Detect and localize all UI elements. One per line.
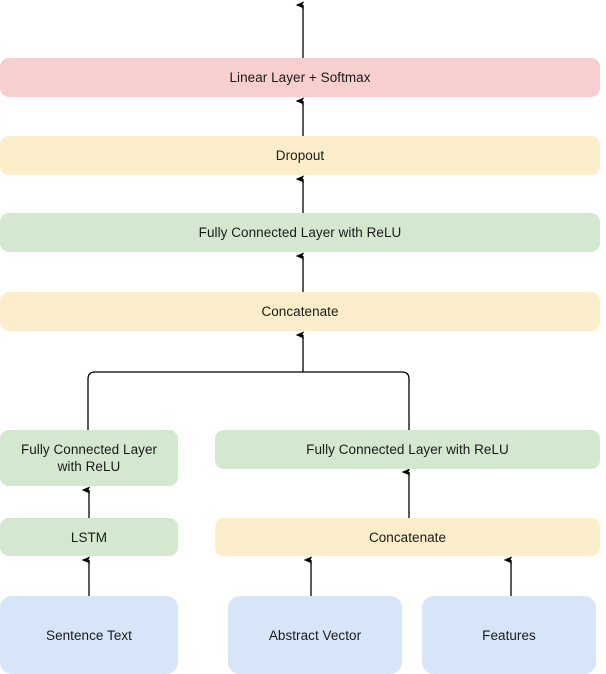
node-sentence-text[interactable]: Sentence Text xyxy=(0,596,178,674)
node-features[interactable]: Features xyxy=(422,596,596,674)
node-fully-connected-layer-relu-top[interactable]: Fully Connected Layer with ReLU xyxy=(0,213,600,252)
edge-branch-bracket xyxy=(87,371,410,431)
node-concatenate-top[interactable]: Concatenate xyxy=(0,292,600,331)
node-concatenate-bottom[interactable]: Concatenate xyxy=(215,518,600,556)
node-linear-softmax[interactable]: Linear Layer + Softmax xyxy=(0,58,600,97)
node-abstract-vector[interactable]: Abstract Vector xyxy=(228,596,402,674)
node-dropout[interactable]: Dropout xyxy=(0,136,600,175)
node-fully-connected-layer-relu-left[interactable]: Fully Connected Layer with ReLU xyxy=(0,430,178,486)
node-fully-connected-layer-relu-right[interactable]: Fully Connected Layer with ReLU xyxy=(215,430,600,469)
node-lstm[interactable]: LSTM xyxy=(0,518,178,556)
